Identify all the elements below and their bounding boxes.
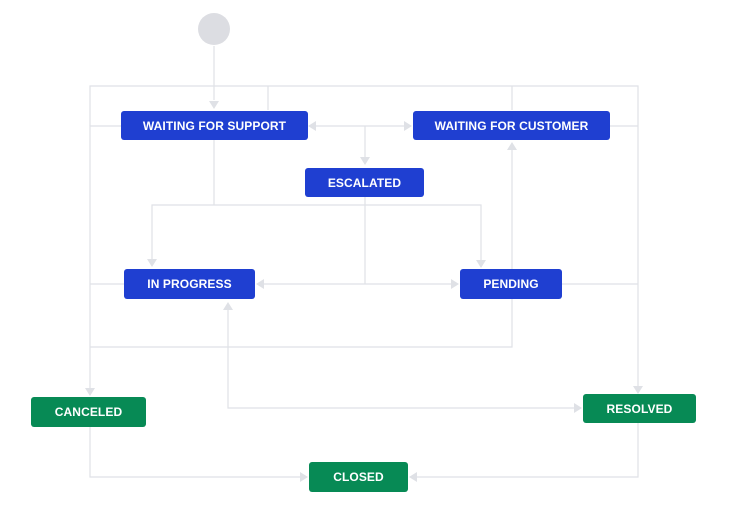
arrowhead — [223, 302, 233, 310]
connector-pending-to-canceled — [90, 298, 513, 348]
arrowhead — [256, 279, 264, 289]
arrowhead — [360, 157, 370, 165]
connector-wfs-wfc-top — [267, 86, 513, 110]
arrowhead — [476, 260, 486, 268]
arrowhead — [574, 403, 582, 413]
arrowhead — [633, 386, 643, 394]
status-canceled[interactable]: CANCELED — [31, 397, 146, 427]
connector-canceled-to-closed — [89, 427, 301, 478]
arrowhead — [451, 279, 459, 289]
status-waiting-for-support[interactable]: WAITING FOR SUPPORT — [121, 111, 308, 140]
arrowhead — [209, 101, 219, 109]
status-in-progress[interactable]: IN PROGRESS — [124, 269, 255, 299]
connector-left-trunk-to-canceled — [89, 125, 124, 388]
status-pending[interactable]: PENDING — [460, 269, 562, 299]
arrowhead — [85, 388, 95, 396]
arrowhead — [147, 259, 157, 267]
arrowhead — [507, 142, 517, 150]
arrowhead — [409, 472, 417, 482]
connector-to-resolved-outer — [89, 85, 639, 386]
arrowhead — [300, 472, 308, 482]
connector-resolved-to-closed — [416, 423, 639, 478]
arrowhead — [308, 121, 316, 131]
status-waiting-for-customer[interactable]: WAITING FOR CUSTOMER — [413, 111, 610, 140]
status-escalated[interactable]: ESCALATED — [305, 168, 424, 197]
status-closed[interactable]: CLOSED — [309, 462, 408, 492]
arrowhead — [404, 121, 412, 131]
connector-wfs-branches — [151, 140, 482, 262]
status-resolved[interactable]: RESOLVED — [583, 394, 696, 423]
start-circle-icon — [198, 13, 230, 45]
connector-in-progress-resolved — [227, 309, 575, 409]
